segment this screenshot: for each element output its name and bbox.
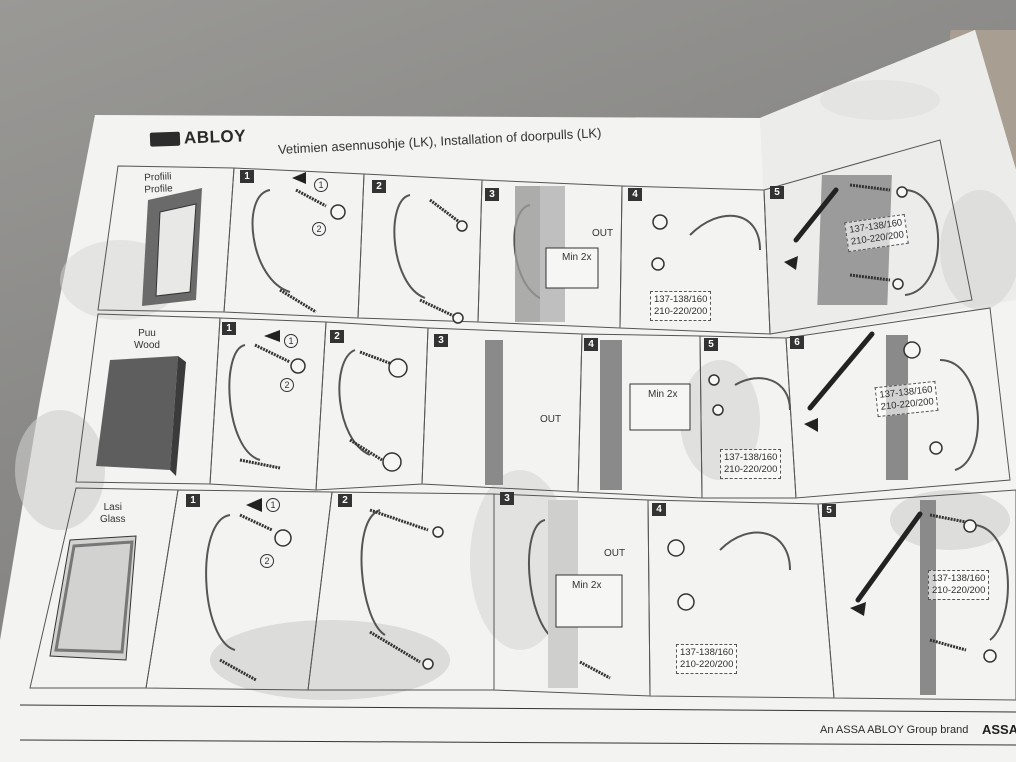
dimension-line: 210-220/200 — [932, 585, 986, 596]
callout-1: 1 — [314, 178, 328, 192]
out-label: OUT — [604, 548, 626, 559]
step-number: 2 — [330, 330, 344, 343]
step-number: 4 — [652, 503, 666, 516]
dimension-line: 137-138/160 — [932, 573, 986, 584]
row-label-fi: Lasi — [103, 502, 122, 513]
out-label: OUT — [592, 228, 614, 239]
step-number: 1 — [186, 494, 200, 507]
min-2x-label: Min 2x — [572, 580, 602, 591]
row-label-glass: Lasi Glass — [100, 502, 126, 526]
dimension-line: 210-220/200 — [654, 306, 708, 317]
dimension-note: 137-138/160 210-220/200 — [650, 291, 712, 321]
callout-2: 2 — [280, 378, 294, 392]
row-label-en: Wood — [134, 340, 160, 351]
min-2x-label: Min 2x — [648, 389, 678, 400]
dimension-note: 137-138/160 210-220/200 — [720, 449, 782, 479]
abloy-logo-icon — [149, 131, 181, 147]
dimension-note: 137-138/160 210-220/200 — [676, 644, 738, 674]
callout-2: 2 — [260, 554, 274, 568]
row-label-fi: Puu — [138, 328, 156, 339]
dimension-line: 137-138/160 — [680, 647, 734, 658]
dimension-line: 137-138/160 — [654, 294, 708, 305]
step-number: 5 — [770, 186, 784, 199]
brand-name: ABLOY — [183, 126, 247, 148]
step-number: 3 — [434, 334, 448, 347]
step-number: 4 — [584, 338, 598, 351]
assa-logo: ASSA — [982, 722, 1016, 737]
dimension-note: 137-138/160 210-220/200 — [928, 570, 990, 600]
out-label: OUT — [540, 414, 562, 425]
step-number: 5 — [822, 504, 836, 517]
callout-1: 1 — [284, 334, 298, 348]
dimension-line: 137-138/160 — [724, 452, 778, 463]
step-number: 3 — [485, 188, 499, 201]
footer-brand-text: An ASSA ABLOY Group brand — [820, 724, 969, 736]
row-label-en: Glass — [100, 514, 126, 525]
callout-1: 1 — [266, 498, 280, 512]
step-number: 3 — [500, 492, 514, 505]
dimension-line: 210-220/200 — [680, 659, 734, 670]
dimension-line: 210-220/200 — [724, 464, 778, 475]
callout-2: 2 — [312, 222, 326, 236]
door-wood-icon — [96, 356, 178, 470]
step-number: 2 — [372, 180, 386, 193]
step-number: 5 — [704, 338, 718, 351]
row-label-profile: Profiili Profile — [143, 171, 173, 196]
step-number: 6 — [790, 336, 804, 349]
row-label-wood: Puu Wood — [134, 328, 160, 352]
dimension-note: 137-138/160 210-220/200 — [874, 380, 939, 418]
row-label-en: Profile — [144, 183, 173, 196]
step-number: 4 — [628, 188, 642, 201]
step-number: 1 — [222, 322, 236, 335]
min-2x-label: Min 2x — [562, 252, 592, 263]
brand-header: ABLOY — [149, 126, 247, 149]
step-number: 2 — [338, 494, 352, 507]
step-number: 1 — [240, 170, 254, 183]
